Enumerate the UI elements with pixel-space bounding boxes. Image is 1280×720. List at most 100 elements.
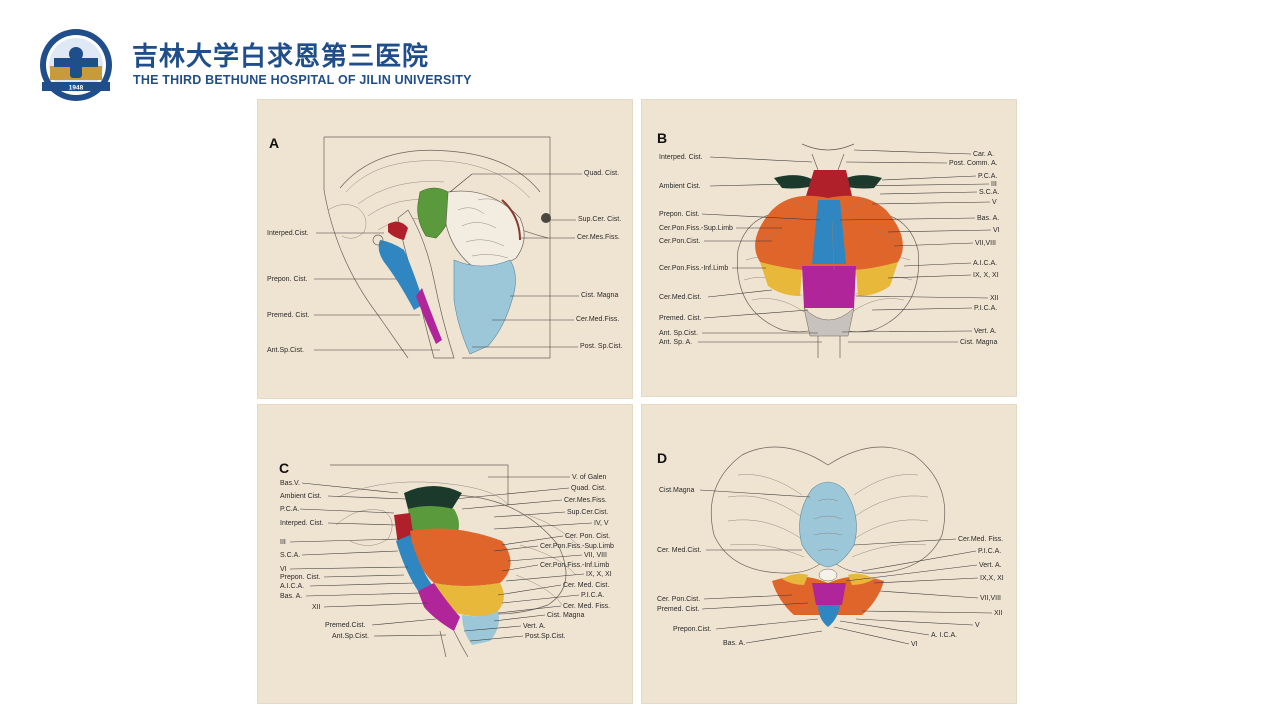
labels-right: Car. A. Post. Comm. A. P.C.A. III S.C.A.… bbox=[839, 149, 1000, 346]
label: P.I.C.A. bbox=[581, 592, 604, 599]
hospital-header: 1948 吉林大学白求恩第三医院 THE THIRD BETHUNE HOSPI… bbox=[36, 28, 471, 102]
labels-right: Cer.Med. Fiss. P.I.C.A. Vert. A. IX,X, X… bbox=[833, 536, 1004, 648]
label: Vert. A. bbox=[974, 328, 997, 335]
label: Prepon.Cist. bbox=[673, 626, 712, 633]
hospital-name-cn: 吉林大学白求恩第三医院 bbox=[132, 42, 430, 72]
label: Cist.Magna bbox=[659, 487, 695, 494]
label: Premed.Cist. bbox=[325, 622, 366, 629]
label: A. I.C.A. bbox=[931, 632, 957, 639]
label: Cer. Med. Cist. bbox=[563, 582, 609, 589]
label: Ambient Cist. bbox=[659, 183, 701, 190]
label: VI bbox=[280, 566, 287, 573]
labels-left: Cist.Magna Cer. Med.Cist. Cer. Pon.Cist.… bbox=[657, 487, 823, 647]
label: XII bbox=[994, 610, 1003, 617]
label: Premed. Cist. bbox=[267, 312, 309, 319]
label: Ant. Sp. A. bbox=[659, 339, 692, 346]
label: P.I.C.A. bbox=[978, 548, 1001, 555]
label: Prepon. Cist. bbox=[267, 276, 308, 283]
label: Ant.Sp.Cist. bbox=[332, 633, 369, 640]
label: Car. A. bbox=[973, 151, 994, 158]
label: Cer.Mes.Fiss. bbox=[564, 497, 607, 504]
panel-letter: B bbox=[657, 130, 667, 146]
labels-right: Quad. Cist. Sup.Cer. Cist. Cer.Mes.Fiss.… bbox=[449, 170, 622, 350]
labels-left: Bas.V. Ambient Cist. P.C.A. Interped. Ci… bbox=[280, 480, 447, 640]
label: V. of Galen bbox=[572, 474, 606, 481]
label: IX,X, XI bbox=[980, 575, 1004, 582]
label: V bbox=[992, 199, 997, 206]
label: P.C.A. bbox=[280, 506, 299, 513]
label: III bbox=[991, 181, 997, 188]
label: IX, X, XI bbox=[973, 272, 999, 279]
label: P.I.C.A. bbox=[974, 305, 997, 312]
label: Prepon. Cist. bbox=[659, 211, 700, 218]
label: XII bbox=[312, 604, 321, 611]
label: Sup.Cer. Cist. bbox=[578, 216, 621, 223]
label: Cer.Med.Fiss. bbox=[576, 316, 619, 323]
label: Quad. Cist. bbox=[571, 485, 606, 492]
label: Cer.Pon.Fiss.-Inf.Limb bbox=[659, 265, 728, 272]
label: Premed. Cist. bbox=[659, 315, 701, 322]
label: Cer. Pon.Cist. bbox=[657, 596, 700, 603]
label: VII, VIII bbox=[584, 552, 607, 559]
label: P.C.A. bbox=[978, 173, 997, 180]
panel-letter: C bbox=[279, 460, 289, 476]
label: VII,VIII bbox=[980, 595, 1001, 602]
panel-c-oblique: C Bas.V. Ambient Cist. P.C.A. bbox=[257, 404, 633, 704]
label: Ant. Sp.Cist. bbox=[659, 330, 698, 337]
label: Interped.Cist. bbox=[267, 230, 309, 237]
label: Bas. A. bbox=[280, 593, 302, 600]
label: Cer.Med. Fiss. bbox=[958, 536, 1003, 543]
label: Ant.Sp.Cist. bbox=[267, 347, 304, 354]
label: Cer.Pon.Fiss.-Sup.Limb bbox=[540, 543, 614, 550]
panel-d-posterior: D Cist.Magna Cer. Med.Cist. Cer. Pon.Cis… bbox=[641, 404, 1017, 704]
label: Premed. Cist. bbox=[657, 606, 699, 613]
labels-right: V. of Galen Quad. Cist. Cer.Mes.Fiss. Su… bbox=[453, 474, 614, 642]
label: Sup.Cer.Cist. bbox=[567, 509, 608, 516]
label: Interped. Cist. bbox=[280, 520, 324, 527]
seal-year: 1948 bbox=[69, 85, 84, 92]
label: Cer.Med.Cist. bbox=[659, 294, 701, 301]
label: VII,VIII bbox=[975, 240, 996, 247]
label: VI bbox=[911, 641, 918, 648]
label: Ambient Cist. bbox=[280, 493, 322, 500]
hospital-seal-icon: 1948 bbox=[40, 29, 112, 101]
label: Post. Comm. A. bbox=[949, 160, 998, 167]
label: S.C.A. bbox=[979, 189, 999, 196]
hospital-name-en: THE THIRD BETHUNE HOSPITAL OF JILIN UNIV… bbox=[133, 73, 472, 87]
labels-left: Interped.Cist. Prepon. Cist. Premed. Cis… bbox=[267, 230, 440, 354]
label: Cer.Pon.Fiss.-Inf.Limb bbox=[540, 562, 609, 569]
label: Cist. Magna bbox=[581, 292, 618, 299]
panel-b-anterior: B Interped. Cist. Ambient Cist. Prepon. … bbox=[641, 99, 1017, 397]
labels-left: Interped. Cist. Ambient Cist. Prepon. Ci… bbox=[659, 154, 822, 346]
label: Cer. Pon. Cist. bbox=[565, 533, 610, 540]
label: Quad. Cist. bbox=[584, 170, 619, 177]
panel-letter: D bbox=[657, 450, 667, 466]
label: Cer.Mes.Fiss. bbox=[577, 234, 620, 241]
label: Cer.Pon.Fiss.-Sup.Limb bbox=[659, 225, 733, 232]
label: A.I.C.A. bbox=[973, 260, 997, 267]
label: Bas. A. bbox=[977, 215, 999, 222]
panel-a-sagittal: A Interped.Cist. Prepon. Cist. bbox=[257, 99, 633, 399]
label: Cer. Med. Fiss. bbox=[563, 603, 610, 610]
label: Vert. A. bbox=[979, 562, 1002, 569]
label: XII bbox=[990, 295, 999, 302]
label: III bbox=[280, 539, 286, 546]
label: Cer.Pon.Cist. bbox=[659, 238, 700, 245]
label: Post. Sp.Cist. bbox=[580, 343, 622, 350]
label: Cist. Magna bbox=[960, 339, 997, 346]
label: IX, X, XI bbox=[586, 571, 612, 578]
label: IV, V bbox=[594, 520, 609, 527]
label: Vert. A. bbox=[523, 623, 546, 630]
label: S.C.A. bbox=[280, 552, 300, 559]
label: Cist. Magna bbox=[547, 612, 584, 619]
panel-letter: A bbox=[269, 135, 279, 151]
label: Post.Sp.Cist. bbox=[525, 633, 566, 640]
label: Prepon. Cist. bbox=[280, 574, 321, 581]
label: VI bbox=[993, 227, 1000, 234]
label: A.I.C.A. bbox=[280, 583, 304, 590]
label: Bas. A. bbox=[723, 640, 745, 647]
label: Cer. Med.Cist. bbox=[657, 547, 701, 554]
label: Bas.V. bbox=[280, 480, 300, 487]
label: Interped. Cist. bbox=[659, 154, 703, 161]
label: V bbox=[975, 622, 980, 629]
